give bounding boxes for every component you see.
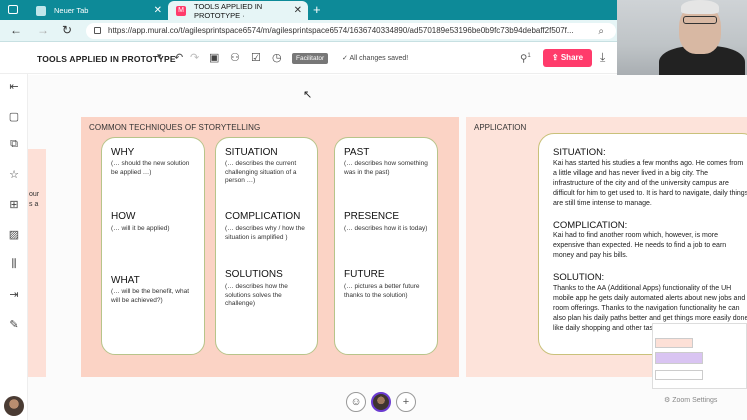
- heading-why: WHY: [111, 147, 135, 158]
- application-card[interactable]: SITUATION: Kai has started his studies a…: [538, 133, 747, 355]
- sub-future: (… pictures a better future thanks to th…: [344, 283, 420, 299]
- participant-count: 1: [527, 53, 531, 59]
- tab-label: Neuer Tab: [54, 6, 89, 15]
- redo-icon[interactable]: ↷: [190, 52, 200, 64]
- minimap-frame: [655, 370, 703, 380]
- url-text: https://app.mural.co/t/agilesprintspace6…: [108, 26, 574, 35]
- mouse-cursor-icon: ↖: [303, 89, 313, 101]
- complication-text: Kai had to find another room which, howe…: [553, 232, 727, 259]
- sub-why: (… should the new solution be applied …): [111, 160, 190, 176]
- tab-mural[interactable]: M TOOLS APPLIED IN PROTOTYPE · ✕: [168, 1, 308, 20]
- collaborators-icon[interactable]: ⚇: [230, 52, 240, 64]
- frame-title: APPLICATION: [474, 123, 527, 132]
- participants-icon[interactable]: ⚲1: [520, 53, 531, 65]
- column-why-how-what[interactable]: WHY (… should the new solution be applie…: [101, 137, 205, 355]
- sub-how: (… will it be applied): [111, 225, 170, 232]
- frame-icon[interactable]: ▣: [209, 52, 220, 64]
- tab-label: TOOLS APPLIED IN PROTOTYPE ·: [194, 1, 263, 20]
- left-toolbar: ⇤ ▢ ⧉ ☆ ⊞ ▨ ⫼ ⇥ ✎: [0, 74, 28, 420]
- minimap[interactable]: [652, 323, 747, 389]
- forward-arrow-icon[interactable]: →: [37, 23, 49, 37]
- share-label: Share: [560, 53, 584, 62]
- undo-icon[interactable]: ↶: [174, 52, 184, 64]
- sub-past: (… describes how something was in the pa…: [344, 160, 428, 176]
- mural-title[interactable]: TOOLS APPLIED IN PROTOTYPE: [37, 54, 176, 64]
- window-icon[interactable]: [8, 5, 18, 14]
- solution-text: Thanks to the AA (Additional Apps) funct…: [553, 285, 747, 332]
- pen-icon[interactable]: ✎: [9, 319, 19, 331]
- back-arrow-icon[interactable]: ←: [10, 23, 22, 37]
- webcam-video: [617, 0, 747, 75]
- chevron-down-icon[interactable]: ▾: [157, 51, 162, 61]
- sub-presence: (… describes how it is today): [344, 225, 428, 232]
- sub-what: (… will be the benefit, what will be ach…: [111, 288, 190, 304]
- facilitator-badge[interactable]: Facilitator: [292, 53, 329, 64]
- sub-situation: (… describes the current challenging sit…: [225, 160, 297, 184]
- person-hair: [681, 0, 719, 14]
- glasses: [683, 16, 717, 24]
- address-bar-row: ← → ↻ https://app.mural.co/t/agilesprint…: [0, 20, 747, 42]
- partial-frame[interactable]: [28, 149, 46, 377]
- column-past-present-future[interactable]: PAST (… describes how something was in t…: [334, 137, 438, 355]
- close-tab-icon[interactable]: ✕: [153, 5, 162, 16]
- solution-heading: SOLUTION:: [553, 272, 605, 283]
- image-icon[interactable]: ▨: [8, 229, 20, 241]
- situation-heading: SITUATION:: [553, 147, 606, 158]
- frame-title: COMMON TECHNIQUES OF STORYTELLING: [89, 123, 261, 132]
- new-tab-plus-icon[interactable]: +: [313, 2, 321, 17]
- emoji-reaction-button[interactable]: ☺: [346, 392, 366, 412]
- heading-presence: PRESENCE: [344, 211, 400, 222]
- storytelling-frame[interactable]: COMMON TECHNIQUES OF STORYTELLING WHY (……: [81, 117, 459, 377]
- zoom-settings-label: Zoom Settings: [672, 397, 718, 404]
- browser-tab-bar: Neuer Tab ✕ M TOOLS APPLIED IN PROTOTYPE…: [0, 0, 747, 20]
- complication-heading: COMPLICATION:: [553, 220, 628, 231]
- partial-text-line: s a: [29, 201, 39, 208]
- grid-icon[interactable]: ⊞: [9, 199, 19, 211]
- search-icon[interactable]: ⌕: [598, 26, 604, 37]
- heading-past: PAST: [344, 147, 370, 158]
- tab-new-tab[interactable]: Neuer Tab ✕: [28, 1, 168, 20]
- sub-solutions: (… describes how the solutions solves th…: [225, 283, 288, 307]
- star-icon[interactable]: ☆: [9, 169, 19, 181]
- sub-complication: (… describes why / how the situation is …: [225, 225, 305, 241]
- heading-complication: COMPLICATION: [225, 211, 301, 222]
- partial-text-line: our: [29, 191, 40, 198]
- page-icon: [36, 5, 46, 16]
- situation-text: Kai has started his studies a few months…: [553, 160, 747, 207]
- avatar[interactable]: [4, 396, 24, 416]
- column-situation[interactable]: SITUATION (… describes the current chall…: [215, 137, 318, 355]
- import-icon[interactable]: ⇥: [9, 289, 19, 301]
- checklist-icon[interactable]: ☑: [251, 52, 261, 64]
- sticky-note-icon[interactable]: ▢: [8, 111, 20, 123]
- download-icon[interactable]: ⤓: [600, 50, 606, 64]
- zoom-settings-button[interactable]: ⚙ Zoom Settings: [664, 397, 718, 404]
- exit-icon[interactable]: ⇤: [9, 81, 19, 93]
- library-icon[interactable]: ⫼: [11, 258, 17, 270]
- timer-icon[interactable]: ◷: [272, 52, 282, 64]
- avatar[interactable]: [371, 392, 391, 412]
- url-input[interactable]: https://app.mural.co/t/agilesprintspace6…: [86, 23, 616, 39]
- shapes-icon[interactable]: ⧉: [10, 138, 18, 150]
- save-status-text: All changes saved!: [349, 55, 409, 62]
- heading-how: HOW: [111, 211, 136, 222]
- minimap-viewport[interactable]: [655, 352, 703, 364]
- lock-icon: [94, 27, 101, 34]
- share-button[interactable]: ⇪ Share: [543, 49, 592, 67]
- reload-icon[interactable]: ↻: [62, 23, 73, 37]
- add-button[interactable]: +: [396, 392, 416, 412]
- partial-text: our s a: [29, 190, 39, 210]
- mural-favicon-icon: M: [176, 5, 186, 16]
- save-status: ✓ All changes saved!: [342, 55, 409, 62]
- heading-solutions: SOLUTIONS: [225, 269, 283, 280]
- heading-future: FUTURE: [344, 269, 385, 280]
- close-tab-icon[interactable]: ✕: [293, 5, 302, 16]
- minimap-frame: [655, 338, 693, 348]
- heading-situation: SITUATION: [225, 147, 278, 158]
- heading-what: WHAT: [111, 275, 140, 286]
